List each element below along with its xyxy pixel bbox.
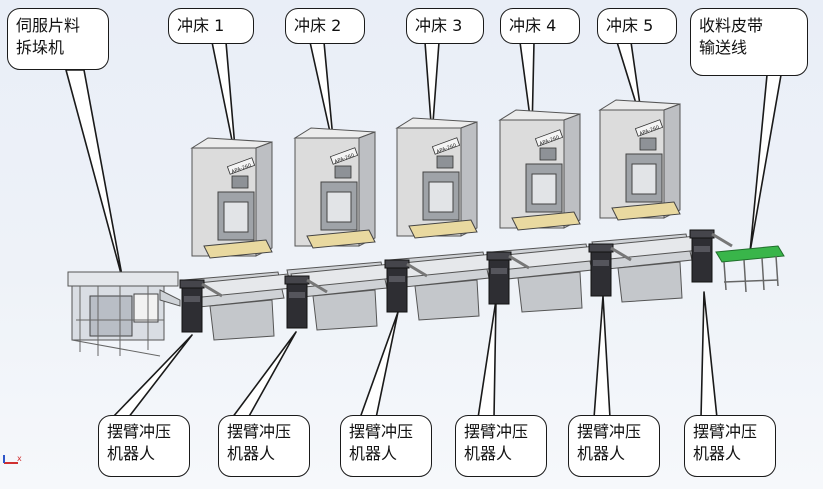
svg-text:x: x bbox=[17, 454, 22, 463]
callout-text: 摆臂冲压 bbox=[464, 422, 529, 441]
callout-text: 伺服片料 bbox=[16, 16, 81, 35]
press-machine: APA-260 bbox=[286, 127, 396, 331]
callout-text: 拆垛机 bbox=[16, 38, 65, 57]
callout-text: 摆臂冲压 bbox=[577, 422, 642, 441]
callout-press-2: 冲床 2 bbox=[285, 8, 365, 44]
callout-text: 摆臂冲压 bbox=[107, 422, 172, 441]
callout-press-3: 冲床 3 bbox=[406, 8, 484, 44]
callout-text: 机器人 bbox=[349, 444, 398, 463]
press-nameplate bbox=[431, 137, 461, 155]
swing-arm-robot bbox=[588, 243, 632, 297]
callout-robot-6: 摆臂冲压 机器人 bbox=[684, 415, 776, 477]
robot-group bbox=[179, 229, 733, 333]
swing-arm-robot bbox=[384, 259, 428, 313]
swing-arm-robot bbox=[284, 275, 328, 329]
callout-pointer-robot-1 bbox=[111, 334, 193, 419]
callout-text: 冲床 5 bbox=[606, 16, 654, 35]
callout-press-4: 冲床 4 bbox=[500, 8, 580, 44]
callout-text: 冲床 2 bbox=[294, 16, 342, 35]
callout-robot-1: 摆臂冲压 机器人 bbox=[98, 415, 190, 477]
callout-text: 收料皮带 bbox=[699, 16, 764, 35]
callout-text: 冲床 3 bbox=[415, 16, 463, 35]
press-nameplate bbox=[226, 157, 256, 175]
callout-text: 机器人 bbox=[464, 444, 513, 463]
swing-arm-robot bbox=[486, 251, 530, 305]
press-machine: APA-260 bbox=[491, 109, 601, 313]
callout-robot-3: 摆臂冲压 机器人 bbox=[340, 415, 432, 477]
callout-pointer-robot-5 bbox=[593, 295, 611, 419]
callout-text: 机器人 bbox=[577, 444, 626, 463]
callout-collection-conveyor: 收料皮带 输送线 bbox=[690, 8, 808, 76]
callout-pointer-robot-2 bbox=[231, 331, 297, 419]
callout-text: 冲床 4 bbox=[509, 16, 557, 35]
callout-pointer-robot-4 bbox=[477, 299, 497, 419]
coordinate-axis-icon: x bbox=[2, 452, 22, 466]
callout-press-5: 冲床 5 bbox=[597, 8, 677, 44]
callout-text: 冲床 1 bbox=[177, 16, 225, 35]
collection-belt-conveyor bbox=[715, 245, 785, 293]
callout-text: 机器人 bbox=[693, 444, 742, 463]
callout-text: 机器人 bbox=[107, 444, 156, 463]
callout-press-1: 冲床 1 bbox=[168, 8, 254, 44]
swing-arm-robot bbox=[689, 229, 733, 283]
callout-servo-destacker: 伺服片料 拆垛机 bbox=[7, 8, 109, 70]
callout-pointer-feeder bbox=[65, 69, 124, 282]
callout-pointer-robot-6 bbox=[700, 291, 718, 419]
servo-destacker bbox=[67, 271, 181, 357]
callout-text: 输送线 bbox=[699, 38, 748, 57]
callout-text: 摆臂冲压 bbox=[349, 422, 414, 441]
callout-pointer-conveyor bbox=[749, 74, 782, 253]
callout-text: 摆臂冲压 bbox=[693, 422, 758, 441]
press-nameplate bbox=[329, 147, 359, 165]
callout-text: 摆臂冲压 bbox=[227, 422, 292, 441]
press-machine: APA-260 bbox=[591, 99, 701, 303]
callout-pointer-robot-3 bbox=[359, 311, 399, 419]
press-machine: APA-260 bbox=[183, 137, 293, 341]
swing-arm-robot bbox=[179, 279, 223, 333]
callout-robot-5: 摆臂冲压 机器人 bbox=[568, 415, 660, 477]
press-nameplate bbox=[534, 129, 564, 147]
callout-robot-2: 摆臂冲压 机器人 bbox=[218, 415, 310, 477]
callout-text: 机器人 bbox=[227, 444, 276, 463]
callout-robot-4: 摆臂冲压 机器人 bbox=[455, 415, 547, 477]
press-nameplate bbox=[634, 119, 664, 137]
